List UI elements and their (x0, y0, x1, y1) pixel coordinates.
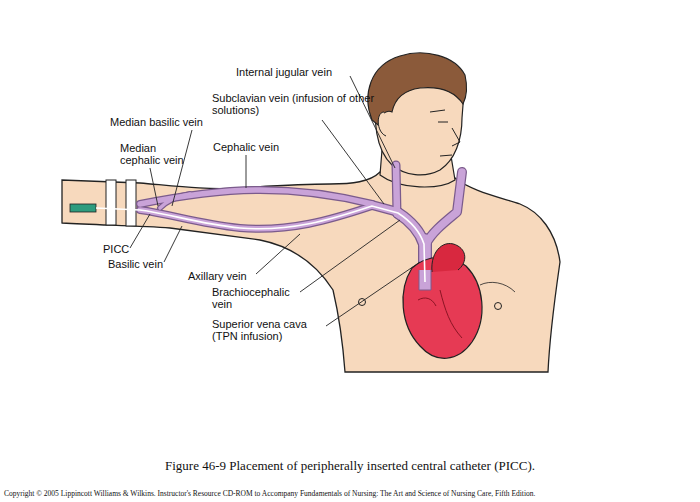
vein-label: Axillary vein (188, 270, 247, 282)
vein-label: Basilic vein (108, 258, 163, 270)
vein-label: Superior vena cava (TPN infusion) (212, 318, 326, 342)
catheter-hub (70, 204, 96, 212)
heart (403, 257, 482, 358)
vein-label: Internal jugular vein (236, 66, 332, 78)
nipple (495, 303, 502, 310)
ear (378, 112, 386, 136)
chest-line (480, 282, 515, 292)
vein-label: Subclavian vein (infusion of other solut… (212, 92, 377, 116)
vein-label: Cephalic vein (213, 141, 279, 153)
leader-lines (130, 76, 420, 326)
face-detail (430, 110, 460, 156)
copyright-note: Copyright © 2005 Lippincott Williams & W… (4, 489, 535, 498)
figure-caption: Figure 46-9 Placement of peripherally in… (165, 458, 535, 474)
aorta (432, 244, 465, 272)
vein-label: Median basilic vein (110, 116, 203, 128)
heart-detail (418, 290, 462, 338)
vein-label: Brachiocephalic vein (212, 286, 304, 310)
tape-strip (126, 180, 136, 226)
vein-label: Median cephalic vein (120, 142, 192, 166)
catheter-label: PICC (103, 243, 129, 255)
tape-strip (106, 180, 116, 225)
picc-catheter (96, 206, 425, 282)
torso (62, 172, 560, 372)
